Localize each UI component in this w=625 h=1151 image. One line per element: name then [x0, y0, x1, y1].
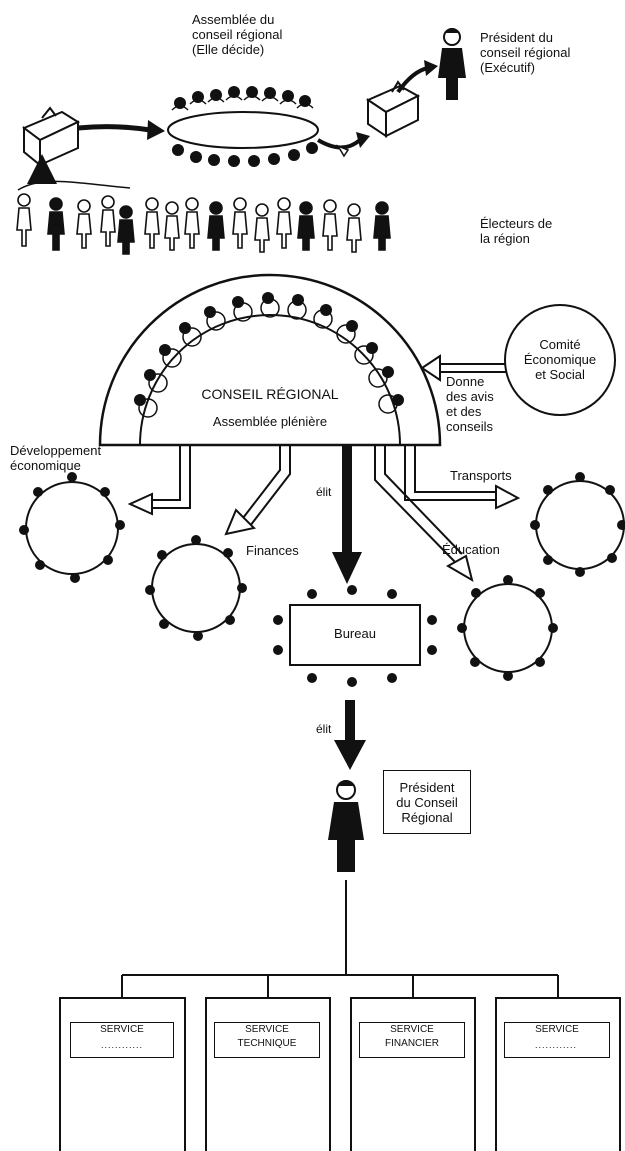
conseil-regional-hemicycle [98, 273, 442, 447]
donne-avis-label: Donne des avis et des conseils [446, 374, 494, 434]
comite-label: Comité Économique et Social [523, 337, 597, 382]
ballot-box-left-icon [22, 106, 81, 168]
developpement-label: Développement économique [10, 443, 102, 473]
service-1-label: SERVICE [70, 1022, 174, 1058]
bureau-table [273, 585, 437, 687]
elit-arrow-president [334, 700, 366, 770]
transports-label: Transports [450, 468, 512, 483]
commission-finances [145, 535, 247, 641]
president-top-label: Président du conseil régional (Exécutif) [480, 30, 571, 75]
connector-transports [404, 445, 521, 510]
electeurs-label: Électeurs de la région [480, 216, 553, 246]
service-1-dots: ............ [100, 1040, 143, 1050]
connector-education [374, 445, 474, 583]
elit-arrow-bureau [332, 445, 362, 584]
commission-developpement [19, 472, 125, 583]
vote-arrow-up [17, 154, 131, 191]
arrow-comite-to-conseil [420, 354, 506, 382]
president-figure-icon [328, 780, 364, 872]
commission-transports [530, 472, 625, 577]
arrow-to-president-top [396, 60, 438, 94]
connector-finances [224, 445, 291, 536]
arrow-to-ballot-right [316, 132, 370, 158]
elit-label-1: élit [316, 485, 332, 499]
service-2-label: SERVICE TECHNIQUE [214, 1022, 320, 1058]
ballot-box-right-icon [365, 80, 421, 138]
connector-developpement [127, 445, 191, 516]
service-3-label: SERVICE FINANCIER [359, 1022, 465, 1058]
comite-circle [504, 304, 616, 416]
education-label: Éducation [442, 542, 500, 557]
service-4-label: SERVICE [504, 1022, 610, 1058]
president-box: Président du Conseil Régional [383, 770, 471, 834]
arrow-to-assembly [77, 120, 165, 140]
assemblee-label: Assemblée du conseil régional (Elle déci… [192, 12, 283, 57]
finances-label: Finances [246, 543, 299, 558]
service-4-dots: ............ [534, 1040, 577, 1050]
bureau-label: Bureau [334, 626, 376, 641]
services-tree [121, 880, 559, 1000]
elit-label-2: élit [316, 722, 332, 736]
conseil-title: CONSEIL RÉGIONAL [201, 386, 339, 402]
assembly-table [167, 86, 319, 167]
president-top-figure-icon [438, 28, 466, 100]
service-panels [59, 997, 621, 1151]
voters-crowd-icon [16, 193, 391, 255]
conseil-subtitle: Assemblée plénière [212, 414, 328, 429]
commission-education [457, 575, 558, 681]
